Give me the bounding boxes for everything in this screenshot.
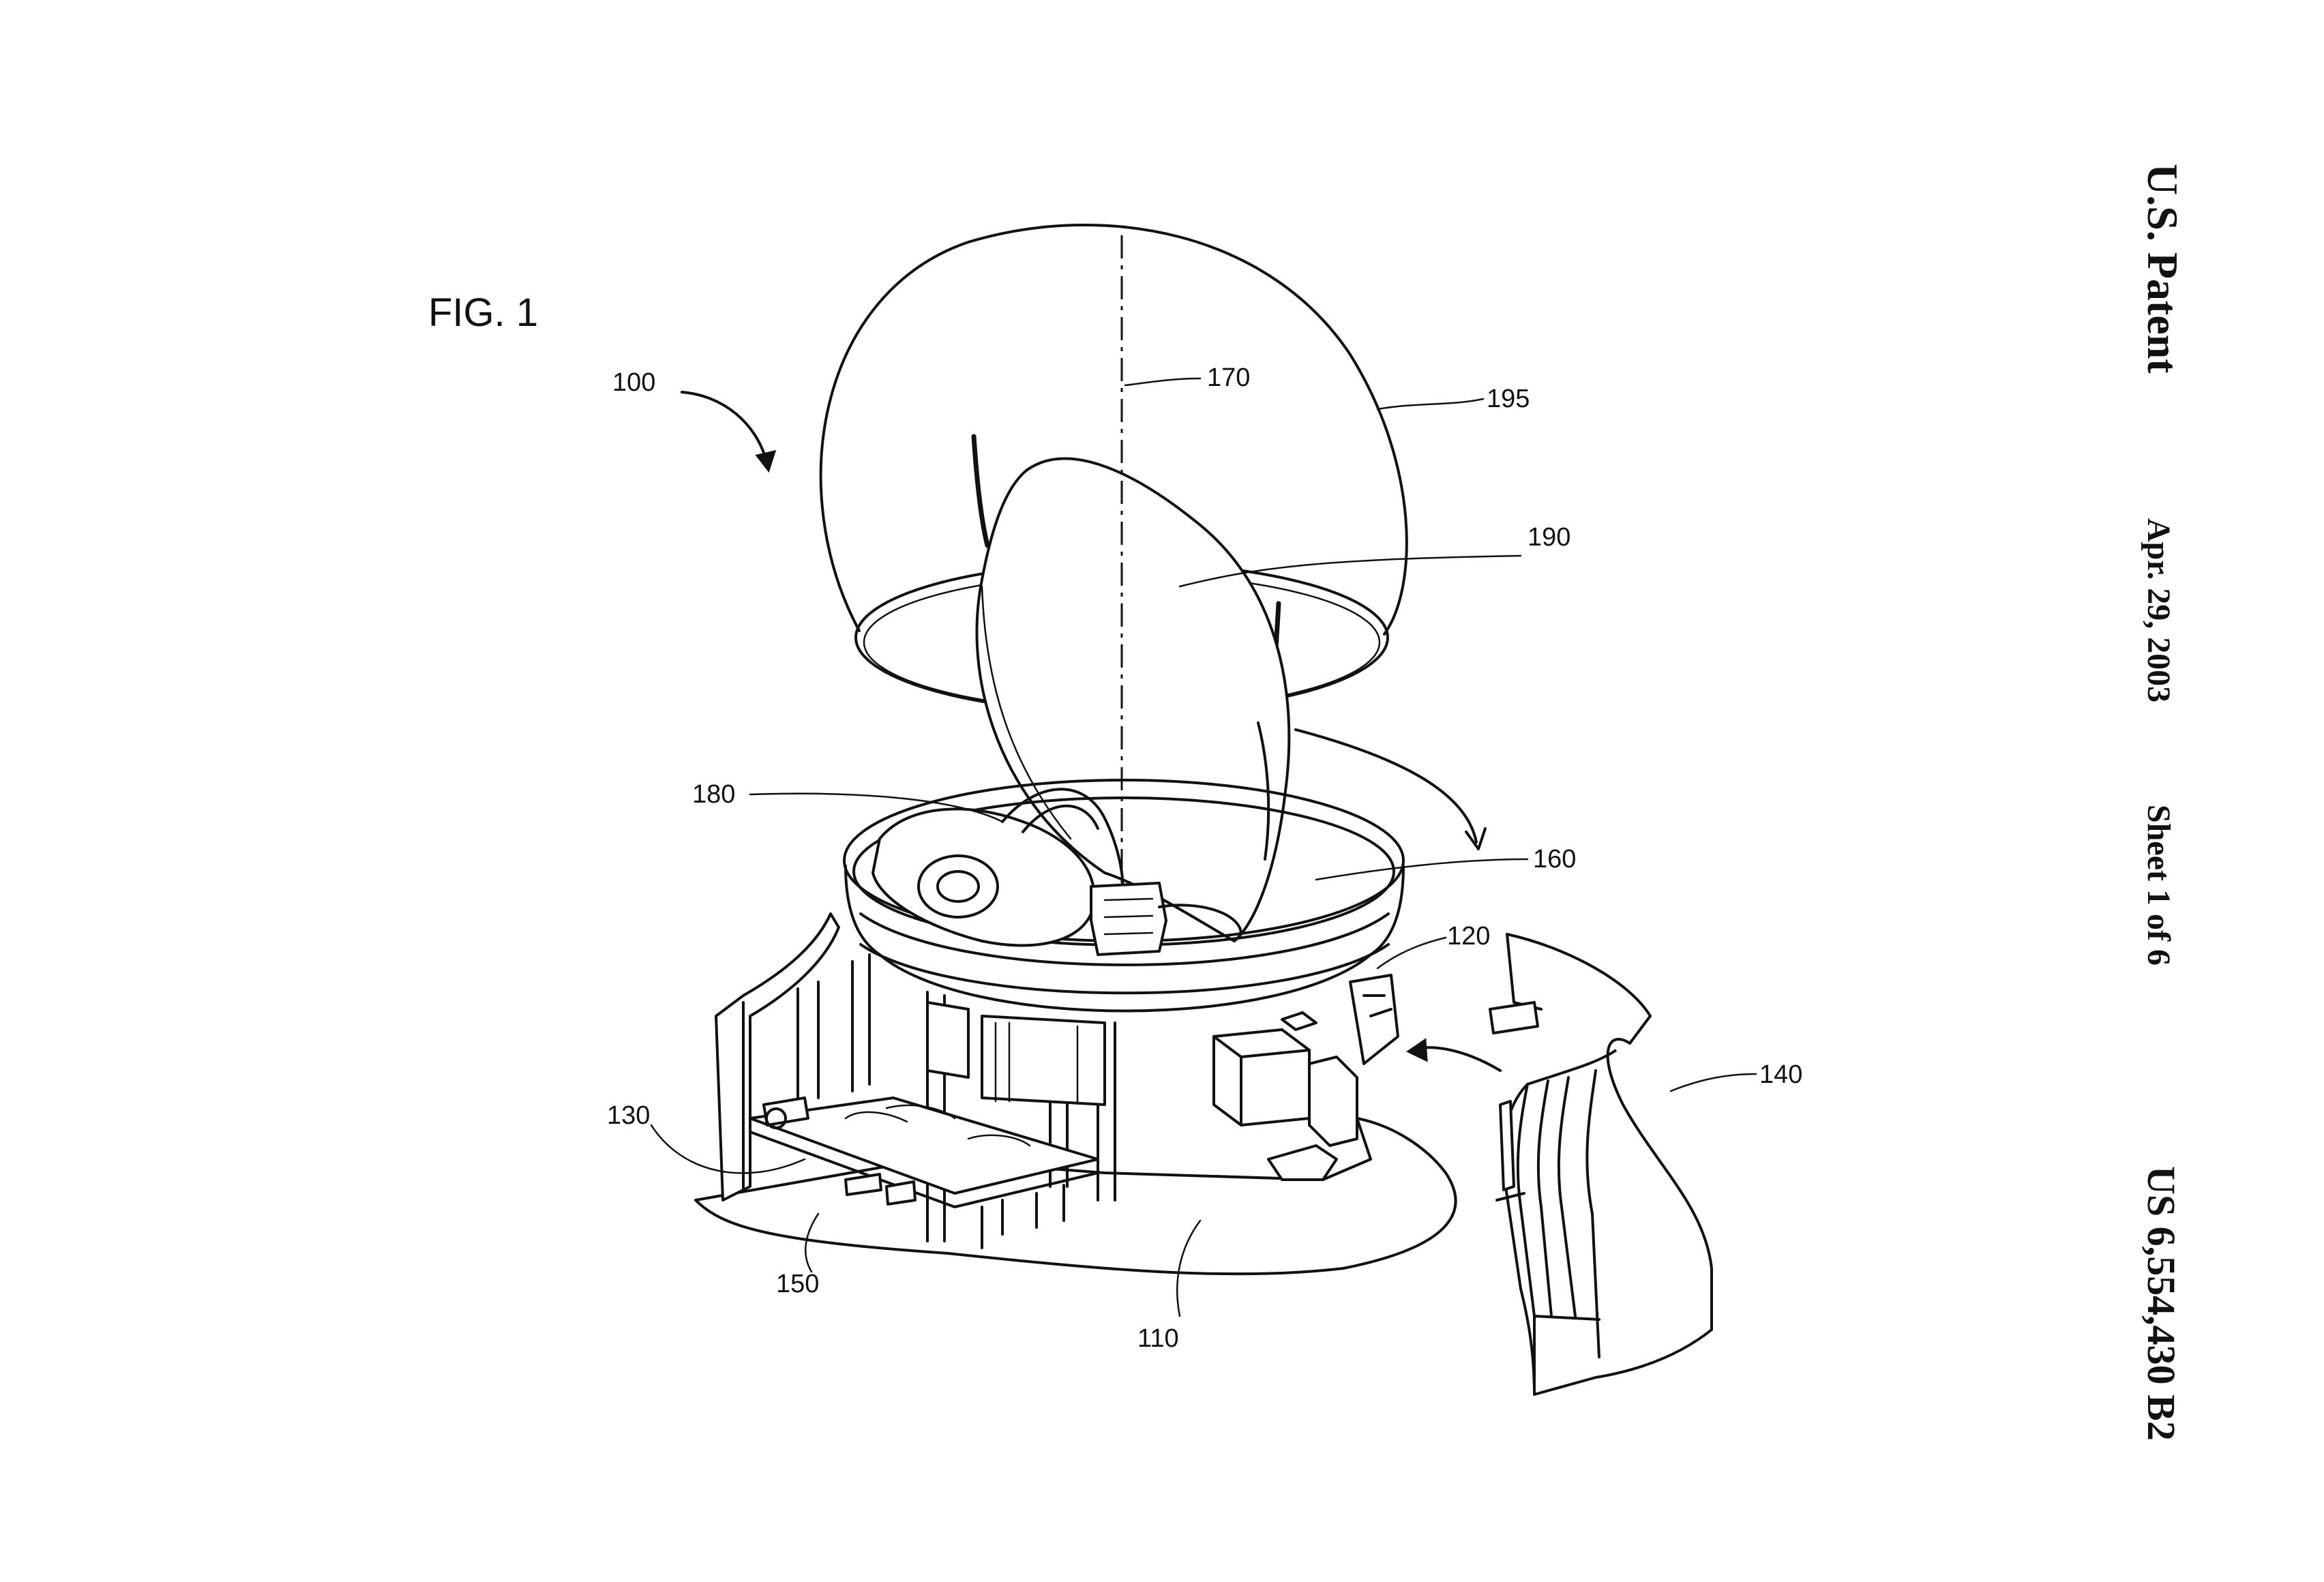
ref-120: 120 (1447, 922, 1490, 951)
assembly-arrow-140 (1406, 1038, 1502, 1072)
rotation-arrow-right (1294, 728, 1487, 850)
header-patent-number: US 6,554,430 B2 (2139, 1166, 2184, 1441)
internal-frame (715, 912, 1116, 1242)
camera-assembly-180 (872, 788, 1242, 956)
ref-170: 170 (1207, 363, 1250, 392)
ref-140: 140 (1759, 1060, 1802, 1089)
ref-150: 150 (776, 1270, 819, 1298)
ref-110: 110 (1137, 1324, 1179, 1353)
ref-195: 195 (1487, 385, 1530, 413)
patent-header: U.S. Patent Apr. 29, 2003 Sheet 1 of 6 U… (2139, 164, 2187, 1441)
header-date: Apr. 29, 2003 (2141, 518, 2177, 702)
header-title: U.S. Patent (2139, 164, 2187, 374)
circuit-board-150 (749, 1096, 1099, 1249)
ref-190: 190 (1528, 523, 1570, 552)
header-sheet: Sheet 1 of 6 (2141, 805, 2177, 966)
base-plate-110 (694, 1117, 1457, 1276)
ref-100: 100 (612, 368, 655, 397)
side-mount-120 (1212, 974, 1399, 1181)
reference-arrow-100 (681, 391, 777, 473)
ref-130: 130 (607, 1101, 650, 1130)
leader-lines (650, 377, 1757, 1317)
ref-180: 180 (692, 780, 735, 809)
ref-160: 160 (1533, 845, 1576, 874)
reference-numerals: 100 170 195 190 180 160 120 140 130 150 … (607, 363, 1802, 1353)
figure-label: FIG. 1 (428, 290, 538, 335)
side-panel-140 (1489, 933, 1713, 1396)
